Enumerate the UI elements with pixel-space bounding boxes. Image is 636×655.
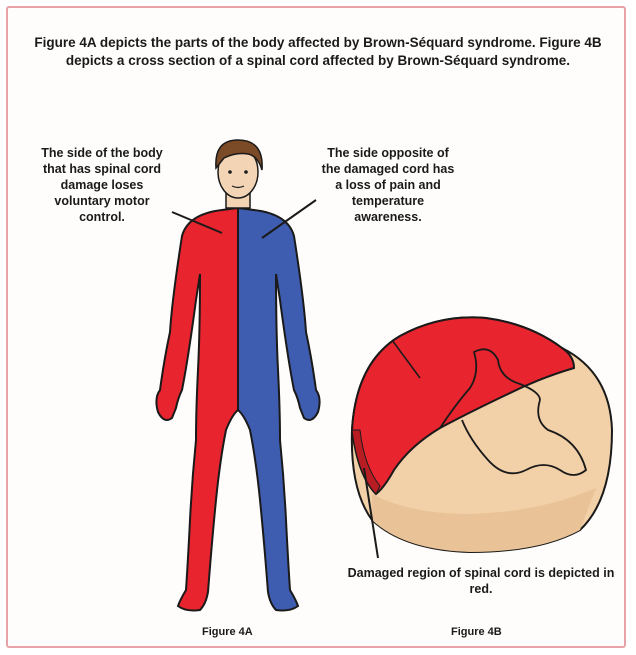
- body-right-half: [238, 208, 320, 611]
- caption-figure-4a: Figure 4A: [202, 626, 253, 638]
- spinal-cord-section: [352, 317, 612, 558]
- caption-figure-4b: Figure 4B: [451, 626, 502, 638]
- body-figure: [156, 140, 319, 611]
- body-left-half: [156, 208, 238, 611]
